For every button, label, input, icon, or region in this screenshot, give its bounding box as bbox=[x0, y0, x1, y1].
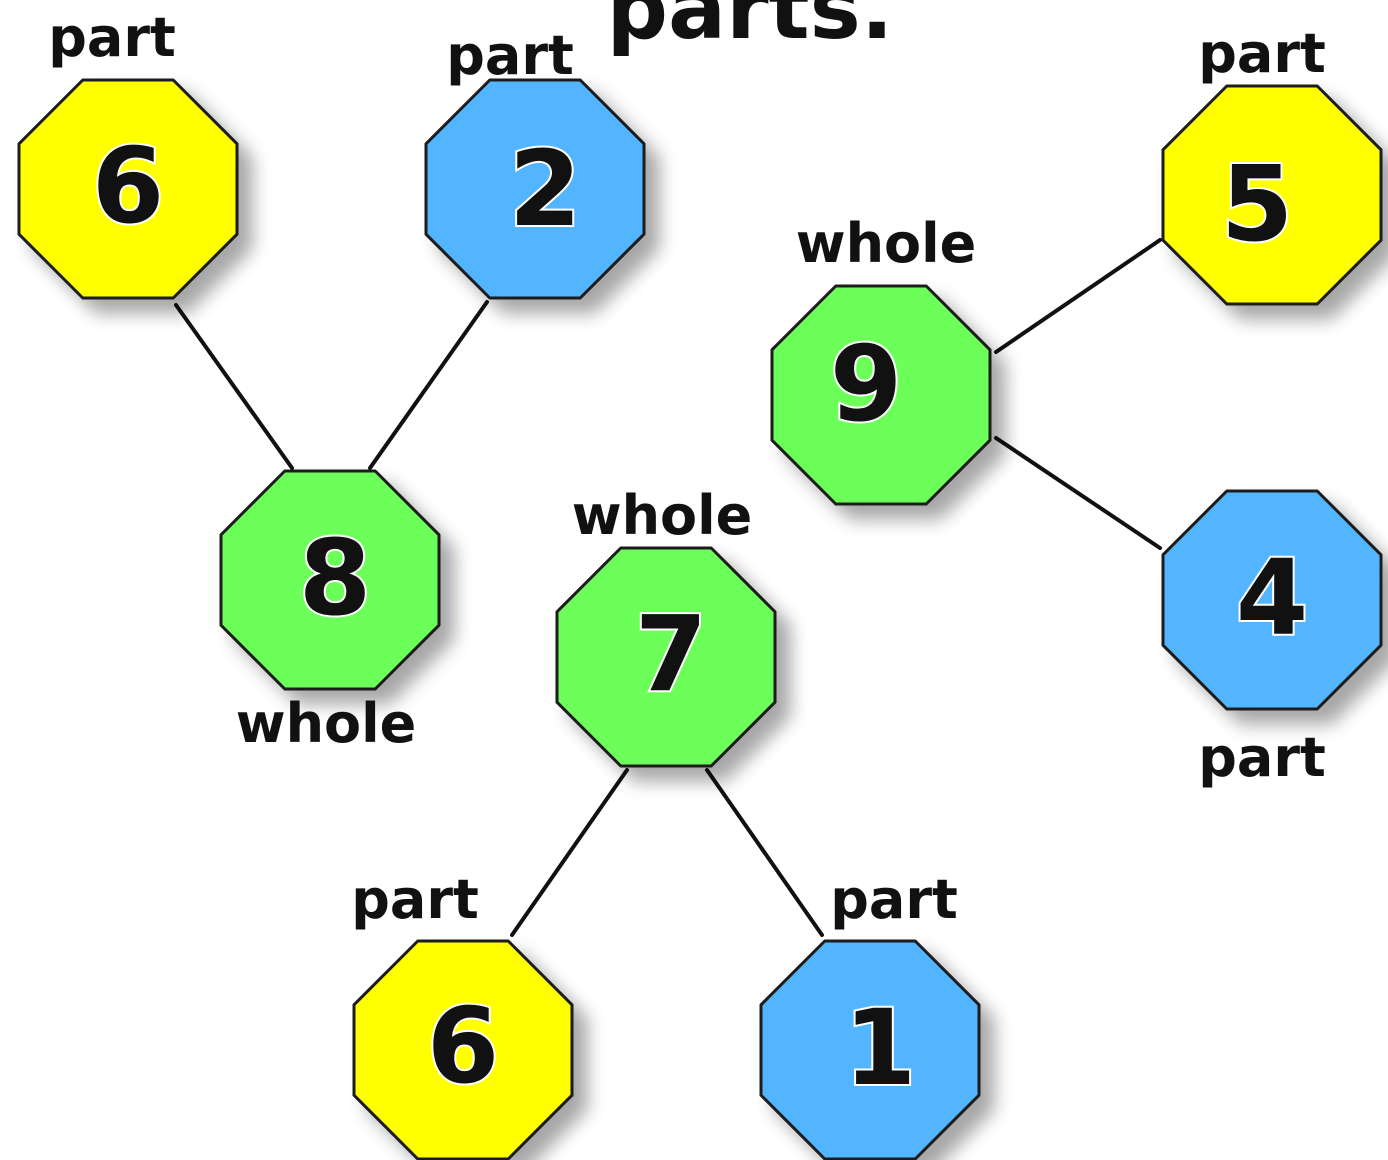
bond-1-part-1-node: 6 part bbox=[17, 6, 239, 300]
bond-2-part-2-octagon bbox=[1161, 489, 1383, 711]
bond-1: 6 part 2 part 8 whole bbox=[17, 6, 646, 755]
connector-lines bbox=[174, 238, 1162, 937]
bond-2-part-1-label: part bbox=[1198, 22, 1326, 85]
bond-3-whole-node: 7 whole bbox=[555, 484, 777, 768]
bond-2-whole-octagon bbox=[770, 284, 992, 506]
bond-2-part-2-label: part bbox=[1198, 726, 1326, 789]
bond-1-part-2-number: 2 bbox=[509, 128, 581, 250]
bond-2-part-1-node: 5 part bbox=[1161, 22, 1383, 306]
bond-3-part-2-node: 1 part bbox=[759, 868, 981, 1160]
bond-1-line-part-2 bbox=[368, 300, 489, 470]
bond-1-part-2-node: 2 part bbox=[424, 24, 646, 300]
bond-2-whole-node: 9 whole bbox=[770, 212, 992, 506]
bond-3-whole-octagon bbox=[555, 546, 777, 768]
bond-3-part-1-octagon bbox=[352, 939, 574, 1160]
bond-3-part-1-number: 6 bbox=[427, 985, 499, 1107]
bond-2-whole-number: 9 bbox=[830, 323, 902, 445]
bond-1-part-2-octagon bbox=[424, 78, 646, 300]
heading: parts. bbox=[607, 0, 894, 59]
bond-3-whole-number: 7 bbox=[635, 593, 707, 715]
bond-2-line-part-2 bbox=[994, 436, 1162, 550]
bond-2-part-2-number: 4 bbox=[1236, 537, 1308, 659]
bond-3-line-part-2 bbox=[705, 768, 824, 937]
bond-1-line-part-1 bbox=[174, 303, 294, 470]
bond-3-part-1-node: 6 part bbox=[351, 868, 574, 1160]
bond-3-part-2-label: part bbox=[830, 868, 958, 931]
bond-2: 9 whole 5 part 4 part bbox=[770, 22, 1383, 789]
bond-1-part-1-number: 6 bbox=[92, 125, 164, 247]
bond-2-part-2-node: 4 part bbox=[1161, 489, 1383, 789]
bond-2-whole-label: whole bbox=[796, 212, 977, 275]
bond-1-whole-number: 8 bbox=[299, 517, 371, 639]
bond-1-part-1-octagon bbox=[17, 78, 239, 300]
bond-3: 7 whole 6 part 1 part bbox=[351, 484, 981, 1160]
octagon-nodes: 6 part 2 part 8 whole 9 whole bbox=[17, 6, 1383, 1160]
bond-1-part-2-label: part bbox=[446, 24, 574, 87]
bond-3-part-2-number: 1 bbox=[844, 987, 916, 1109]
bond-1-whole-label: whole bbox=[236, 692, 417, 755]
bond-3-part-1-label: part bbox=[351, 868, 479, 931]
bond-1-whole-node: 8 whole bbox=[219, 469, 441, 755]
bond-3-part-2-octagon bbox=[759, 939, 981, 1160]
bond-3-line-part-1 bbox=[510, 768, 629, 937]
bond-3-whole-label: whole bbox=[572, 484, 753, 547]
bond-2-part-1-number: 5 bbox=[1221, 143, 1293, 265]
bond-2-part-1-octagon bbox=[1161, 84, 1383, 306]
bond-1-part-1-label: part bbox=[48, 6, 176, 69]
bond-1-whole-octagon bbox=[219, 469, 441, 691]
bond-2-line-part-1 bbox=[994, 238, 1162, 354]
